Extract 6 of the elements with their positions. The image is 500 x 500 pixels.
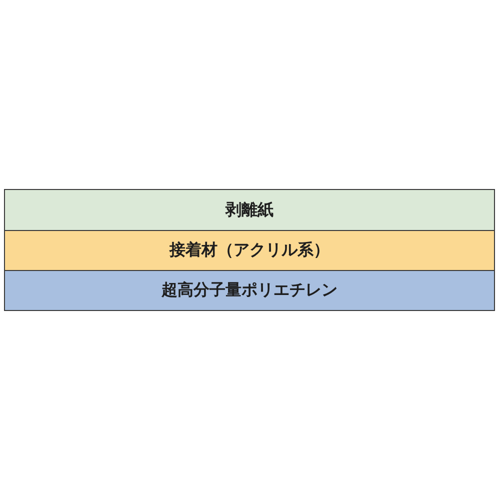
layer-band <box>4 270 495 311</box>
layer-label: 超高分子量ポリエチレン <box>162 280 338 301</box>
layer-label: 接着材（アクリル系） <box>170 240 330 261</box>
layer-band <box>4 189 495 231</box>
layer-label: 剥離紙 <box>226 200 274 220</box>
layer-band <box>4 230 495 271</box>
